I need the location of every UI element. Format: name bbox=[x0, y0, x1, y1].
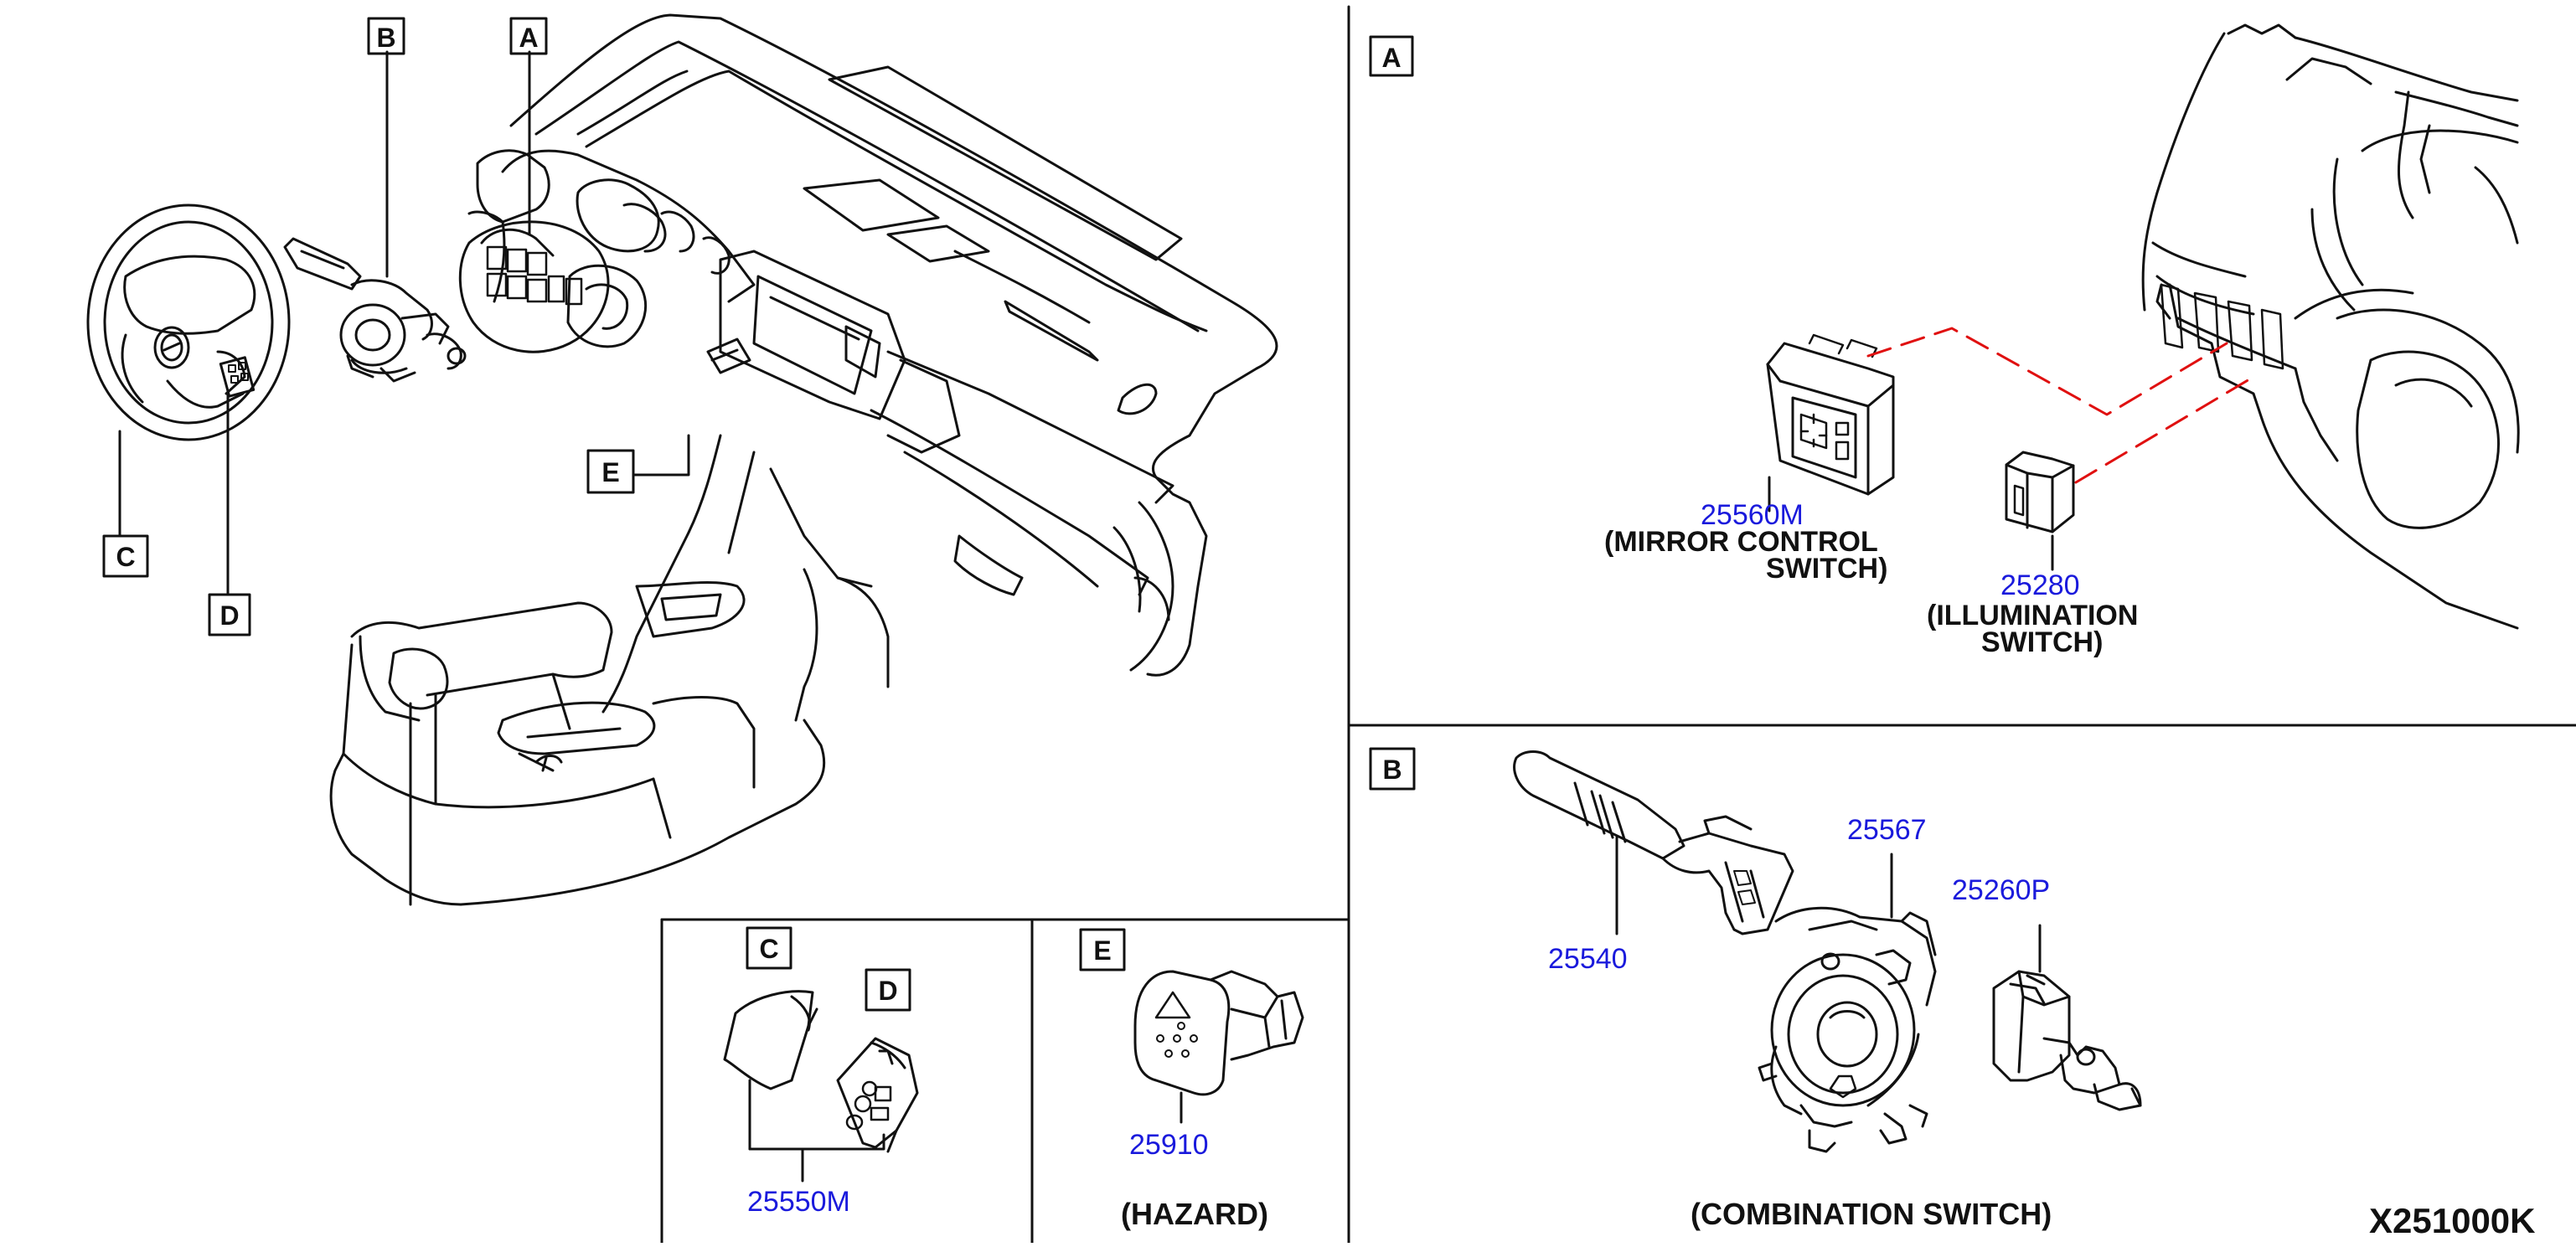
dashed-leader-lines bbox=[1866, 327, 2255, 484]
part-number-25567: 25567 bbox=[1847, 814, 1927, 846]
steering-wheel bbox=[86, 204, 291, 596]
mirror-control-name-line2: SWITCH) bbox=[1766, 553, 1887, 585]
svg-text:A: A bbox=[519, 23, 538, 53]
hazard-switch bbox=[1133, 970, 1304, 1124]
svg-text:B: B bbox=[376, 23, 395, 53]
panel-A: A bbox=[1369, 23, 2520, 658]
steering-switch-cover bbox=[723, 990, 818, 1151]
hazard-caption: (HAZARD) bbox=[1121, 1197, 1268, 1231]
callout-A-panel: A bbox=[1369, 35, 1414, 77]
callout-C-main: C bbox=[102, 534, 149, 578]
callout-B-panel: B bbox=[1369, 747, 1416, 791]
callout-D-panel: D bbox=[865, 968, 911, 1012]
illumination-name-line2: SWITCH) bbox=[1981, 626, 2103, 658]
dashboard-closeup bbox=[2141, 23, 2520, 630]
callout-E-main: E bbox=[586, 449, 635, 494]
svg-text:B: B bbox=[1382, 755, 1402, 785]
panel-B: B bbox=[1369, 747, 2142, 1231]
wiper-lever bbox=[1513, 750, 1794, 935]
illumination-name-line1: (ILLUMINATION bbox=[1927, 600, 2138, 631]
callout-A-main: A bbox=[509, 17, 548, 55]
spiral-cable bbox=[1758, 853, 1937, 1153]
callout-D-main: D bbox=[208, 593, 251, 636]
svg-text:C: C bbox=[759, 934, 778, 964]
panel-CD: C D 25550M bbox=[723, 926, 919, 1218]
svg-text:E: E bbox=[1093, 935, 1111, 966]
part-number-25910: 25910 bbox=[1129, 1129, 1209, 1161]
part-number-25260P: 25260P bbox=[1952, 874, 2050, 906]
part-number-25560M: 25560M bbox=[1701, 499, 1804, 531]
lighting-lever bbox=[1992, 924, 2142, 1111]
svg-text:A: A bbox=[1381, 43, 1401, 73]
diagram-code: X251000K bbox=[2369, 1201, 2536, 1240]
mirror-control-name-line1: (MIRROR CONTROL bbox=[1604, 526, 1878, 558]
dashboard-overview bbox=[329, 13, 1278, 906]
steering-switch-bracket bbox=[748, 1133, 885, 1151]
part-number-25540: 25540 bbox=[1548, 943, 1628, 975]
combination-switch-caption: (COMBINATION SWITCH) bbox=[1691, 1197, 2052, 1231]
part-number-25550M: 25550M bbox=[747, 1186, 850, 1218]
callout-B-main: B bbox=[367, 17, 405, 55]
callout-E-panel: E bbox=[1079, 928, 1126, 971]
callout-C-panel: C bbox=[746, 926, 792, 970]
mirror-control-switch bbox=[1766, 333, 1895, 513]
illumination-switch bbox=[2005, 451, 2075, 571]
panel-dividers bbox=[660, 5, 2576, 1244]
combination-switch-mini bbox=[283, 50, 467, 383]
panel-E: E 25910 (HAZARD) bbox=[1079, 928, 1304, 1231]
svg-text:C: C bbox=[116, 542, 135, 572]
svg-text:D: D bbox=[219, 600, 239, 631]
steering-switch-buttons bbox=[836, 1037, 919, 1153]
svg-text:D: D bbox=[878, 976, 897, 1006]
svg-text:E: E bbox=[601, 457, 619, 487]
part-number-25280: 25280 bbox=[2000, 569, 2080, 601]
